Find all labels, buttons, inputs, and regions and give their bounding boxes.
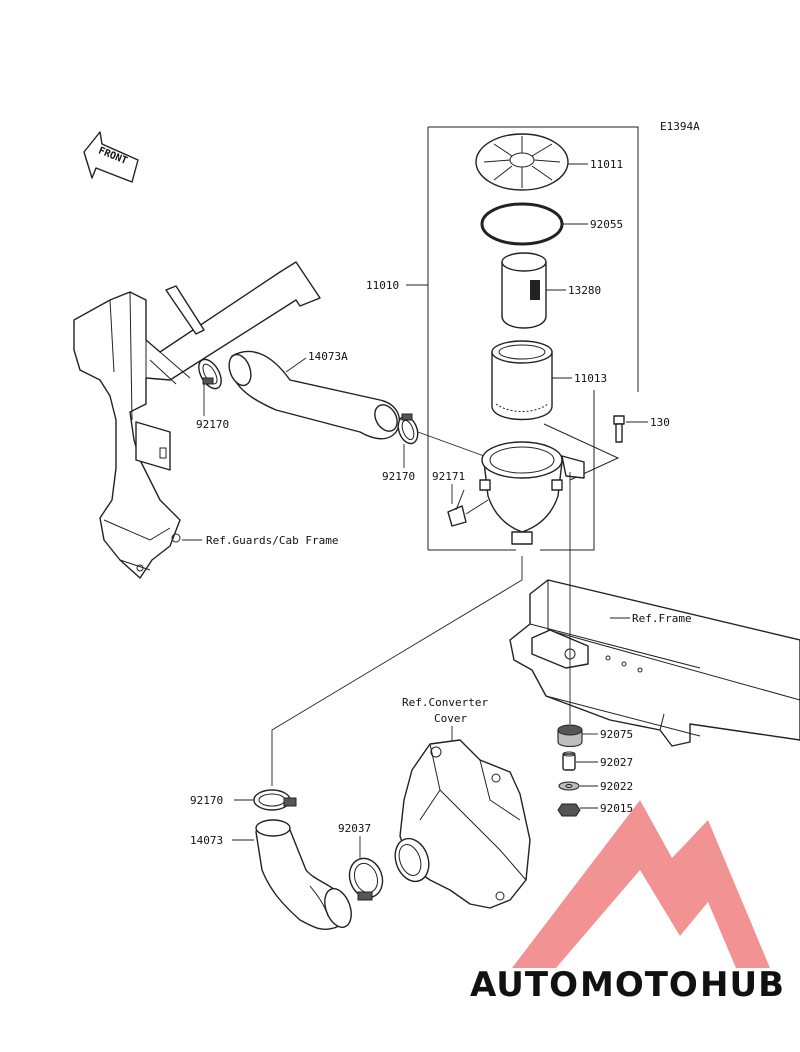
nut-92015 <box>557 803 581 817</box>
label-92170-mid: 92170 <box>382 470 415 483</box>
label-130: 130 <box>650 416 670 429</box>
assembly-bracket <box>406 126 639 551</box>
oring-92055 <box>480 202 564 246</box>
clamp-92170-mid <box>397 413 419 445</box>
cab-frame <box>73 261 321 579</box>
watermark-moto: MOTO <box>580 965 699 1005</box>
front-arrow-icon: FRONT <box>83 131 139 183</box>
collar-92027 <box>562 751 576 771</box>
label-11011: 11011 <box>590 158 623 171</box>
label-14073: 14073 <box>190 834 223 847</box>
label-92170-left: 92170 <box>196 418 229 431</box>
label-ref-frame: Ref.Frame <box>632 612 692 625</box>
watermark-hub: HUB <box>700 965 785 1005</box>
label-ref-guards: Ref.Guards/Cab Frame <box>206 534 338 547</box>
label-92037: 92037 <box>338 822 371 835</box>
washer-92022 <box>558 781 580 791</box>
label-92171: 92171 <box>432 470 465 483</box>
clip-92171 <box>447 489 467 527</box>
label-14073A: 14073A <box>308 350 348 363</box>
clamp-92170-bottom <box>253 789 297 811</box>
label-13280: 13280 <box>568 284 601 297</box>
watermark-auto: AUTO <box>470 965 579 1005</box>
watermark-logo-icon <box>512 800 770 968</box>
element-11013 <box>491 340 553 421</box>
clamp-92037 <box>348 857 384 901</box>
watermark-text: AUTO MOTO HUB <box>470 965 785 1005</box>
label-11013: 11013 <box>574 372 607 385</box>
label-92022: 92022 <box>600 780 633 793</box>
label-92075: 92075 <box>600 728 633 741</box>
filter-13280 <box>501 252 547 329</box>
label-ref-converter-1: Ref.Converter <box>402 696 488 709</box>
air-cleaner-housing <box>479 441 585 545</box>
label-92170-bottom: 92170 <box>190 794 223 807</box>
hose-14073 <box>255 819 352 930</box>
cover-11011 <box>475 133 569 191</box>
duct-14073A <box>228 350 401 440</box>
rubber-92075 <box>557 724 583 748</box>
label-92055: 92055 <box>590 218 623 231</box>
vehicle-frame <box>509 579 800 747</box>
clamp-92170-left <box>198 358 222 390</box>
label-92027: 92027 <box>600 756 633 769</box>
converter-cover <box>394 739 531 909</box>
bolt-130 <box>613 415 625 443</box>
label-11010: 11010 <box>366 279 399 292</box>
diagram-code: E1394A <box>660 120 700 133</box>
watermark-shape <box>512 800 770 968</box>
label-ref-converter-2: Cover <box>434 712 467 725</box>
label-92015: 92015 <box>600 802 633 815</box>
